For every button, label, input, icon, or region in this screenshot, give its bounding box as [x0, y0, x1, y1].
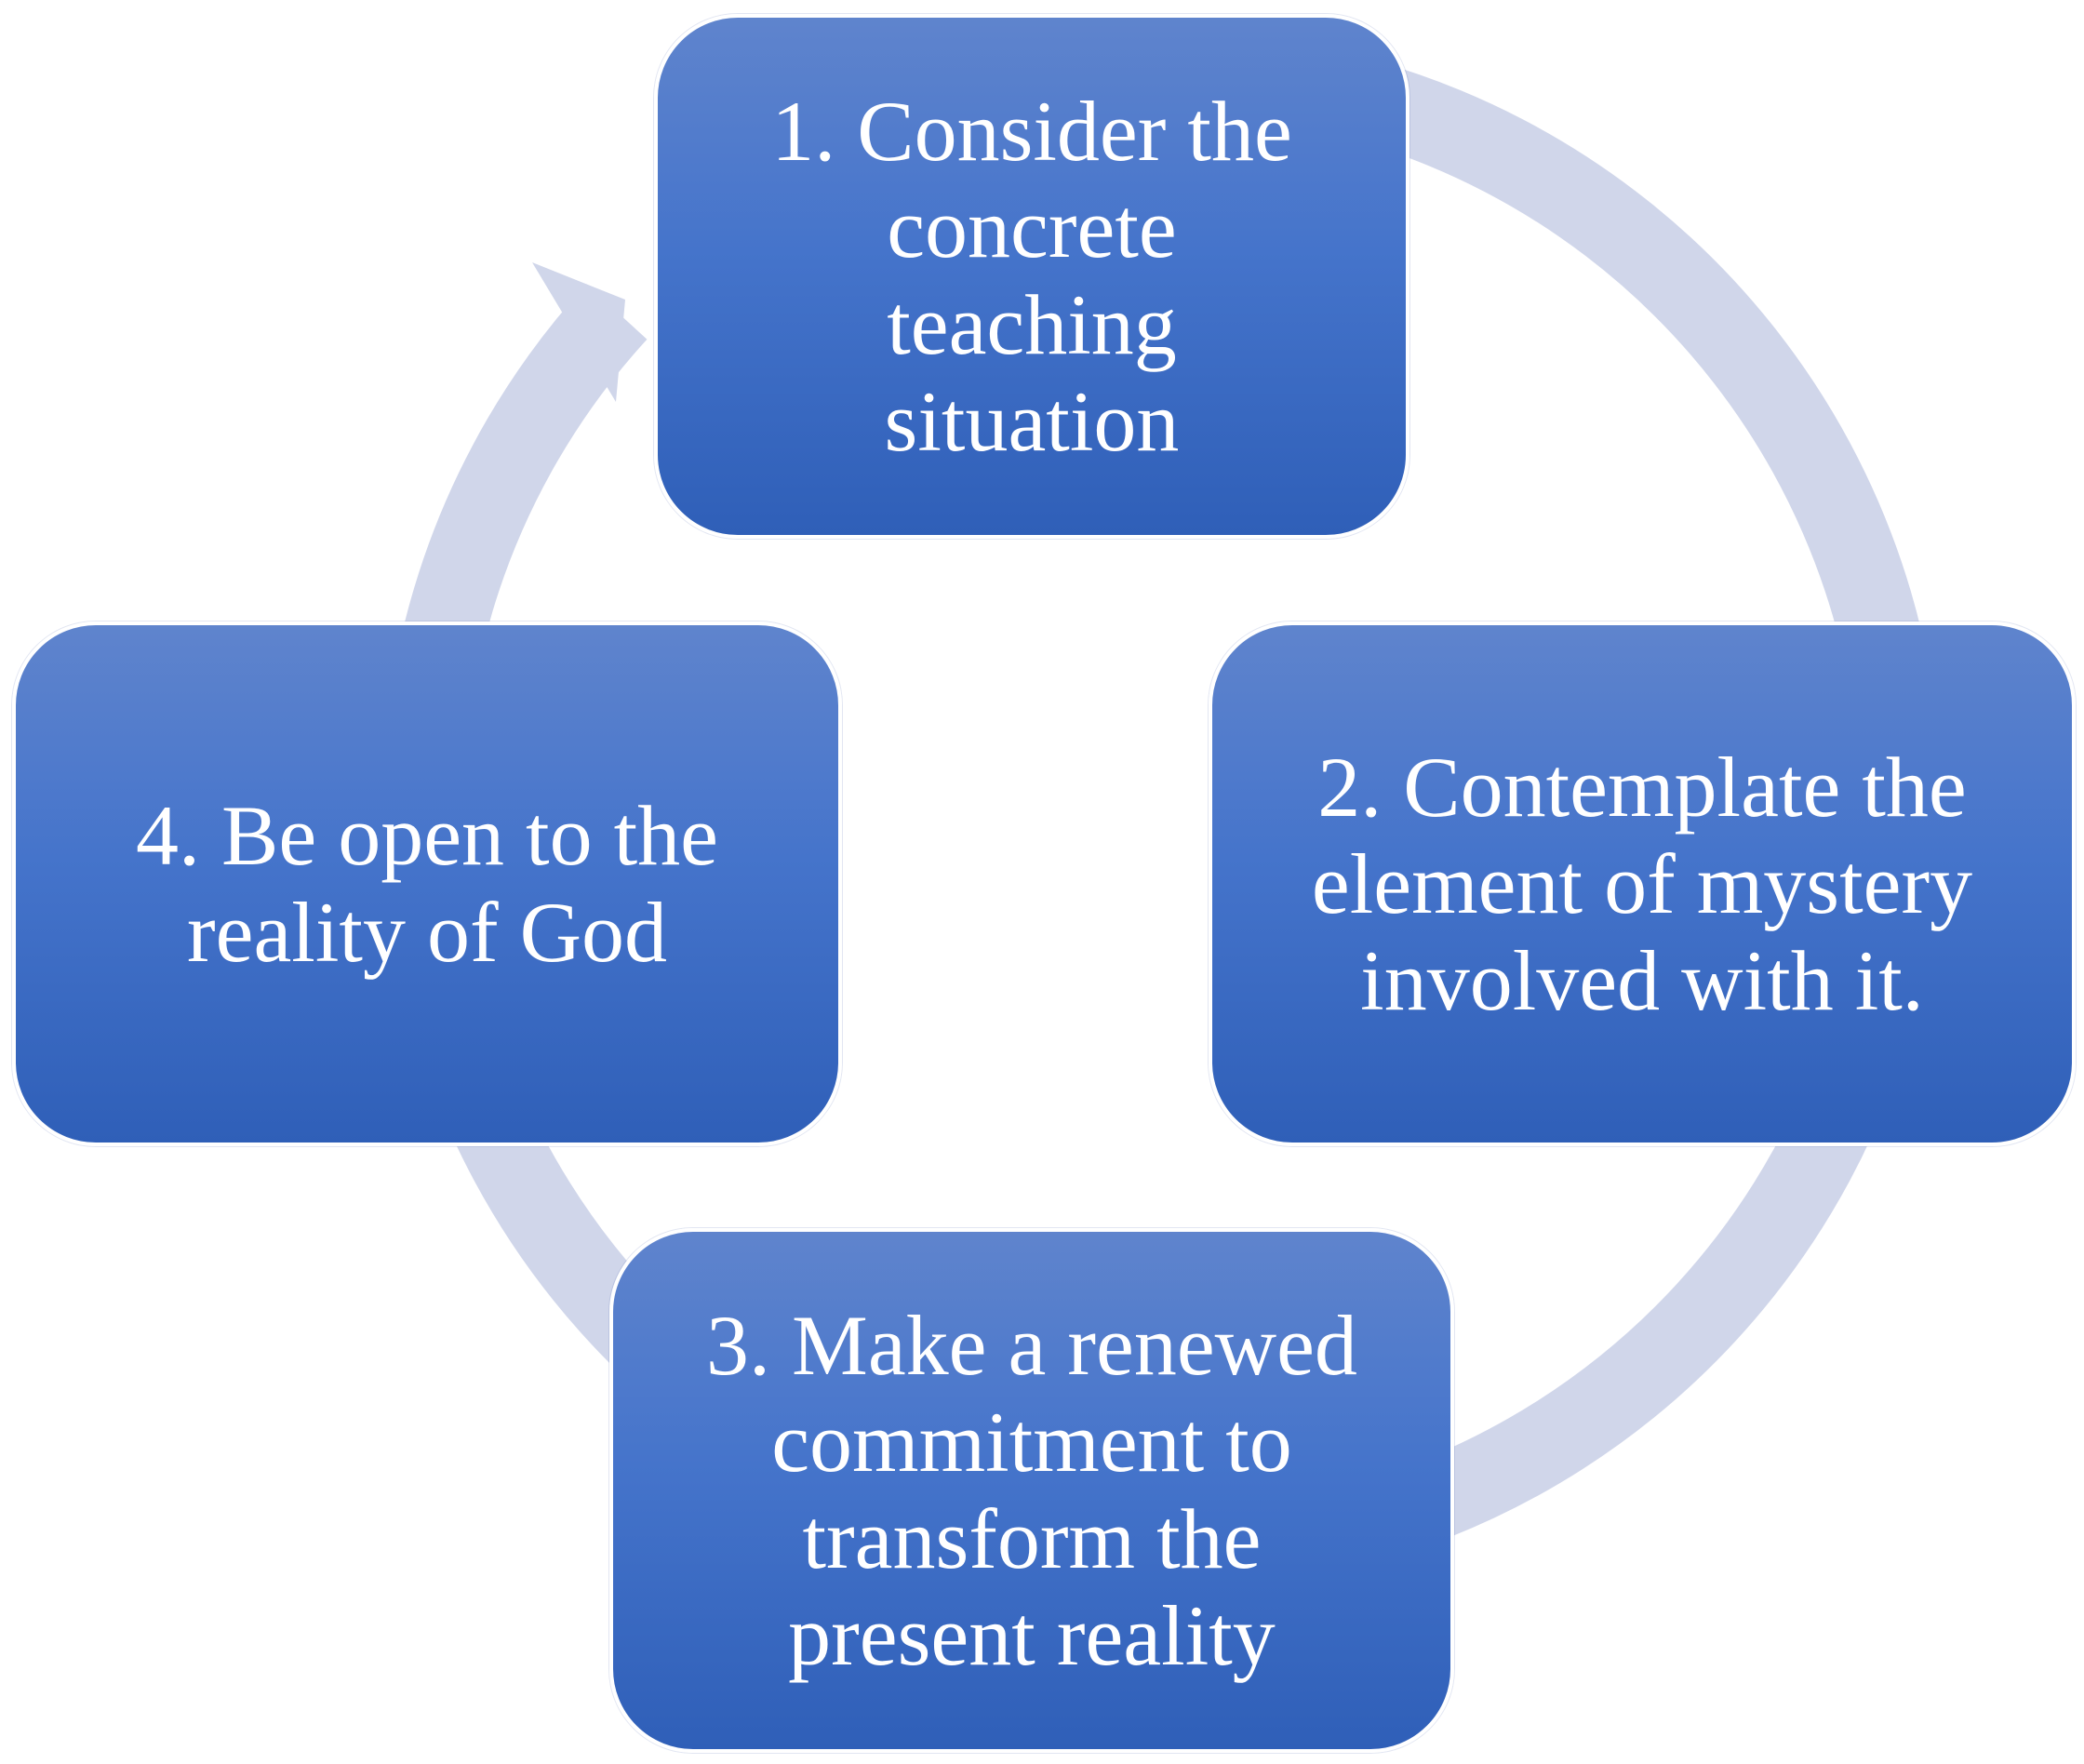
step-3-label: 3. Make a renewed commitment to transfor…	[706, 1298, 1357, 1683]
step-4-box: 4. Be open to the reality of God	[12, 621, 842, 1146]
step-2-label: 2. Contemplate the element of mystery in…	[1311, 740, 1973, 1028]
cycle-arrowhead-icon	[532, 262, 625, 402]
step-1-box: 1. Consider the concrete teaching situat…	[654, 14, 1409, 539]
step-4-label: 4. Be open to the reality of God	[136, 788, 718, 980]
step-1-label: 1. Consider the concrete teaching situat…	[771, 84, 1292, 469]
step-2-box: 2. Contemplate the element of mystery in…	[1209, 621, 2076, 1146]
step-3-box: 3. Make a renewed commitment to transfor…	[609, 1228, 1454, 1753]
